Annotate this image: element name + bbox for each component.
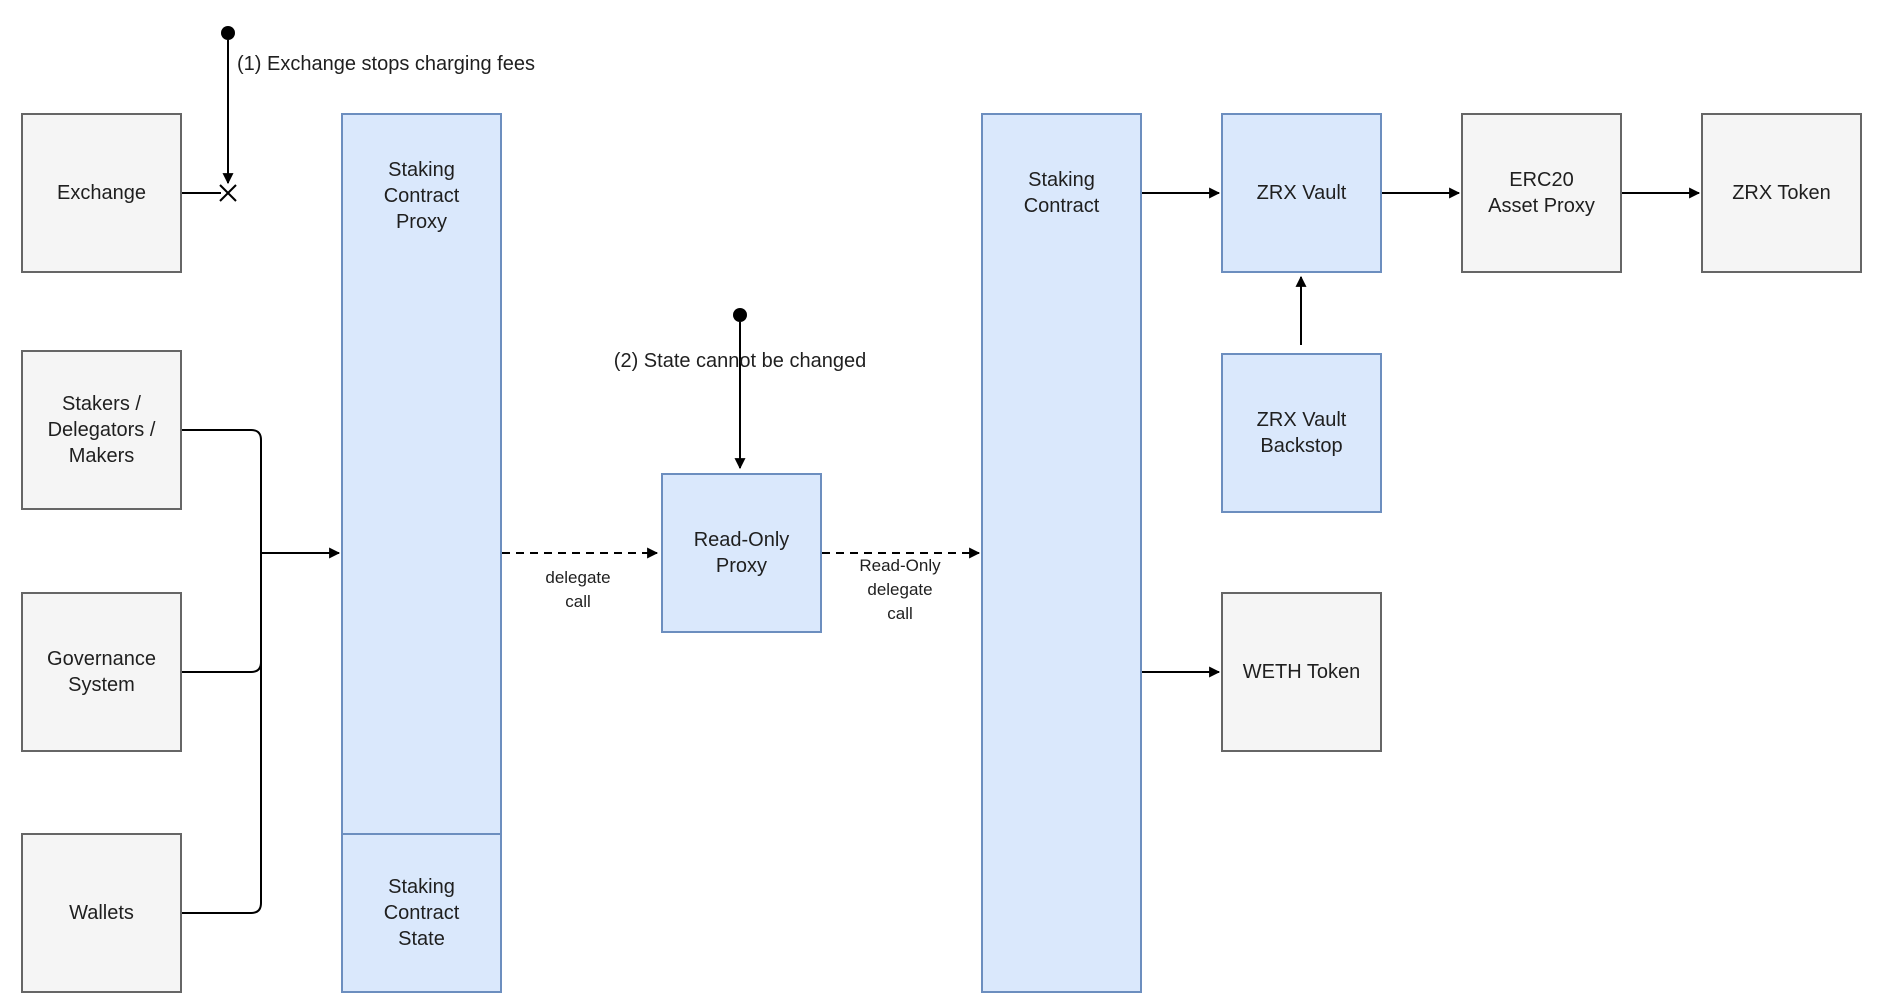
note1-text: (1) Exchange stops charging fees xyxy=(237,53,535,75)
note1-start-circle-icon xyxy=(221,26,235,40)
edge-governance-trunk xyxy=(182,661,262,673)
node-stakers-delegators-makers: Stakers / Delegators / Makers xyxy=(21,350,182,510)
node-weth-token: WETH Token xyxy=(1221,592,1382,752)
edge-label-delegate-call: delegate call xyxy=(545,568,611,611)
node-staking-contract: Staking Contract xyxy=(981,113,1142,993)
node-staking-contract-state: Staking Contract State xyxy=(341,833,502,993)
blocked-x-icon xyxy=(219,184,237,202)
note2-start-circle-icon xyxy=(733,308,747,322)
node-governance-system: Governance System xyxy=(21,592,182,752)
node-erc20-asset-proxy: ERC20 Asset Proxy xyxy=(1461,113,1622,273)
node-zrx-token: ZRX Token xyxy=(1701,113,1862,273)
node-read-only-proxy: Read-Only Proxy xyxy=(661,473,822,633)
edge-wallets-trunk xyxy=(182,902,262,914)
node-wallets: Wallets xyxy=(21,833,182,993)
edge-label-read-only-delegate-call: Read-Only delegate call xyxy=(833,554,967,626)
note2-text: (2) State cannot be changed xyxy=(613,350,867,372)
node-zrx-vault-backstop: ZRX Vault Backstop xyxy=(1221,353,1382,513)
edge-stakers-trunk xyxy=(182,429,262,441)
node-zrx-vault: ZRX Vault xyxy=(1221,113,1382,273)
node-exchange: Exchange xyxy=(21,113,182,273)
